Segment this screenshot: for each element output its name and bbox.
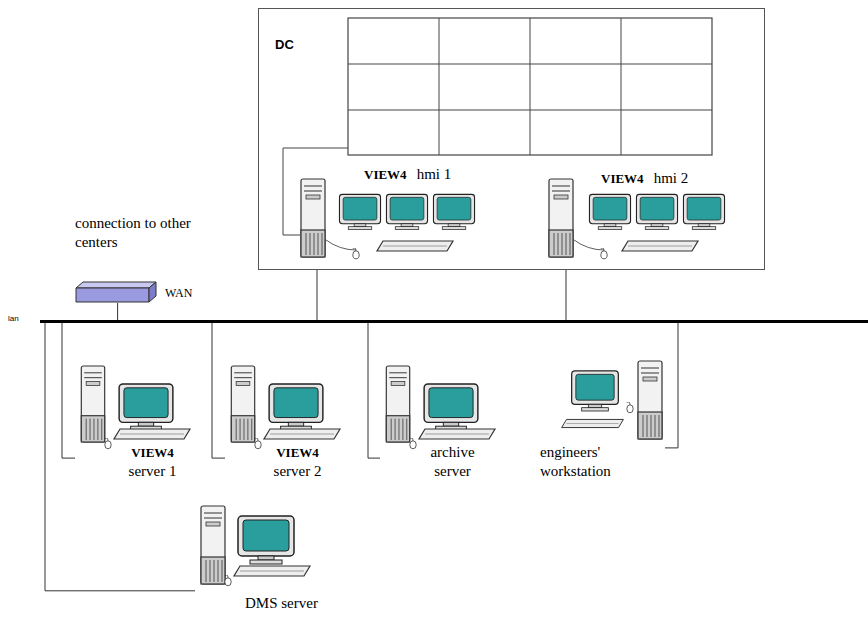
label-group: VIEW4server 2 <box>260 443 335 481</box>
label-group: DMS server <box>245 594 318 613</box>
network-link <box>566 269 567 320</box>
server-computer: archive server <box>380 365 495 484</box>
node-label: hmi 2 <box>654 169 689 188</box>
label-group: archive server <box>420 443 485 481</box>
wan-router: WAN <box>75 281 157 303</box>
node-label: server 1 <box>129 462 177 481</box>
network-link <box>317 269 318 320</box>
network-link <box>62 323 75 458</box>
note-text: connection to other centers <box>75 214 200 252</box>
node-label: lan <box>8 314 19 324</box>
node-label: archive server <box>420 443 485 481</box>
label-group: VIEW4server 1 <box>115 443 190 481</box>
node-label: hmi 1 <box>417 165 452 184</box>
label-group: VIEW4 hmi 2 <box>601 169 688 188</box>
product-name: VIEW4 <box>131 443 174 462</box>
label-group: WAN <box>165 285 192 301</box>
server-computer: VIEW4server 2 <box>225 365 355 484</box>
network-link <box>665 323 678 448</box>
network-link <box>368 323 380 458</box>
network-link <box>117 303 118 320</box>
node-label: DC <box>275 35 294 54</box>
control-room: DC VIEW4 hmi 1 VIEW4 hmi 2 <box>258 8 765 270</box>
server-computer: VIEW4server 1 <box>75 365 205 484</box>
node-label: WAN <box>165 285 192 301</box>
router-shape <box>75 281 157 303</box>
hmi-workstation: VIEW4 hmi 1 <box>291 161 481 269</box>
network-link <box>212 323 225 458</box>
label-group: VIEW4 hmi 1 <box>364 165 451 184</box>
server-computer: DMS server <box>195 500 330 616</box>
product-name: VIEW4 <box>276 443 319 462</box>
product-name: VIEW4 <box>364 165 407 184</box>
node-label: server 2 <box>274 462 322 481</box>
workstation-computer: engineers' workstation <box>535 350 665 484</box>
node-label: DMS server <box>245 594 318 613</box>
product-name: VIEW4 <box>601 169 644 188</box>
label-group: engineers' workstation <box>540 443 635 481</box>
network-link <box>45 323 195 591</box>
label-group: lan <box>8 314 19 324</box>
label-group: DC <box>275 35 294 54</box>
hmi-workstation: VIEW4 hmi 2 <box>541 161 741 269</box>
lan-bus: lan <box>40 320 868 323</box>
node-label: engineers' workstation <box>540 443 635 481</box>
